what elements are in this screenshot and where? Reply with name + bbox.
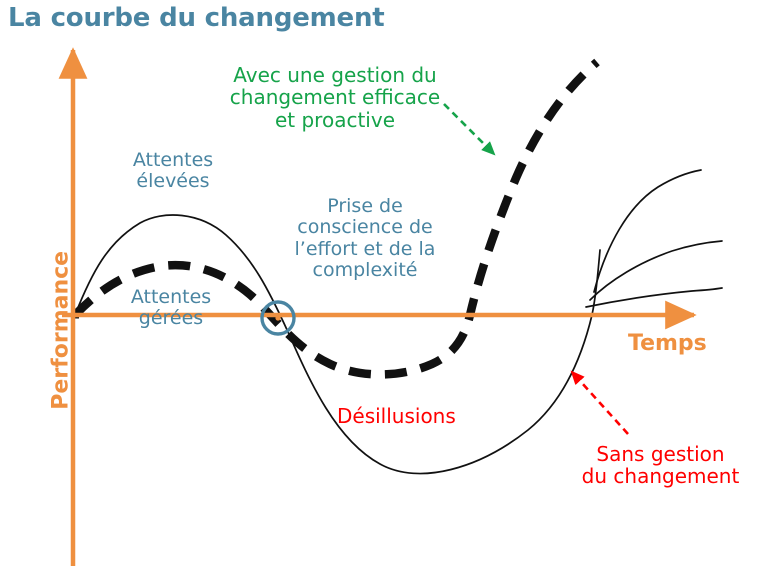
curve-sans-gestion	[74, 214, 601, 475]
y-axis-label: Performance	[48, 250, 74, 410]
annotation-attentes-elevees: Attentes élevées	[132, 149, 214, 193]
page-title: La courbe du changement	[8, 3, 385, 33]
curve-branch-top	[593, 169, 702, 293]
crossing-circle-center-dot	[275, 315, 281, 321]
curve-branch-middle	[589, 240, 723, 301]
annotation-avec-gestion: Avec une gestion du changement efficace …	[229, 63, 441, 132]
red-arrow-icon	[570, 370, 629, 435]
crossing-circle-icon	[260, 300, 296, 336]
annotation-attentes-gerees: Attentes gérées	[130, 286, 212, 330]
x-axis-label: Temps	[628, 331, 707, 356]
annotation-prise-de-conscience: Prise de conscience de l’effort et de la…	[294, 195, 436, 281]
annotation-sans-gestion: Sans gestion du changement	[581, 442, 740, 489]
curve-avec-gestion	[71, 58, 600, 379]
annotation-desillusions: Désillusions	[337, 404, 456, 428]
curve-branch-bottom	[585, 287, 723, 308]
